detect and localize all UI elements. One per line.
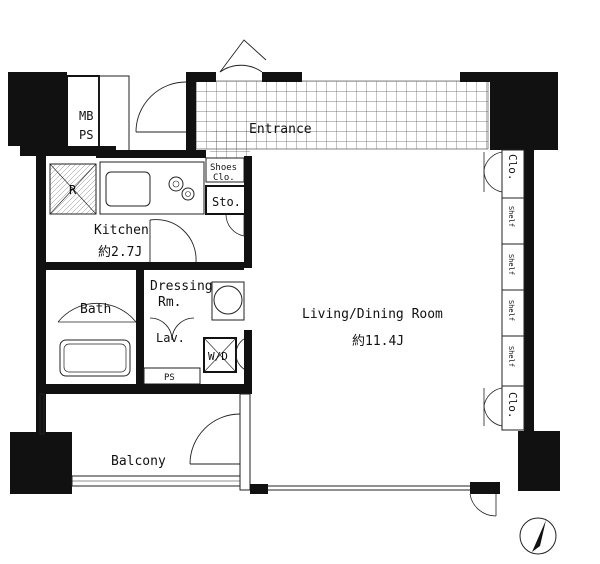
label-balcony: Balcony <box>111 454 166 469</box>
label-ps-bottom: PS <box>164 373 175 383</box>
label-closet-bottom: Clo. <box>506 392 519 419</box>
kitchen-counter <box>99 161 205 215</box>
label-kitchen-size: 約2.7J <box>98 245 142 260</box>
label-dressing-rm: Rm. <box>158 295 181 310</box>
column-top-left <box>8 72 67 146</box>
column-top-right <box>490 72 558 150</box>
kitchen-sink <box>105 171 151 207</box>
column-bottom-left <box>10 432 72 494</box>
bathtub <box>59 339 131 377</box>
label-shelf-3: Shelf <box>507 300 515 321</box>
label-living-size: 約11.4J <box>352 334 404 349</box>
column-bottom-right <box>518 431 560 491</box>
label-ps-top: PS <box>79 128 93 142</box>
label-entrance: Entrance <box>249 122 312 137</box>
label-shelf-2: Shelf <box>507 254 515 275</box>
label-living: Living/Dining Room <box>302 307 443 322</box>
label-bath: Bath <box>80 302 111 317</box>
label-mb: MB <box>79 109 93 123</box>
label-shelf-1: Shelf <box>507 206 515 227</box>
label-storage: Sto. <box>212 195 241 209</box>
label-shelf-4: Shelf <box>507 346 515 367</box>
label-dressing: Dressing <box>150 279 213 294</box>
entrance-door-swing <box>135 81 187 133</box>
label-closet-top: Clo. <box>506 154 519 181</box>
label-washer: W/D <box>208 350 228 363</box>
label-shoes-clo: Clo. <box>213 173 235 183</box>
label-lavatory: Lav. <box>156 331 185 345</box>
label-kitchen: Kitchen <box>94 223 149 238</box>
label-shoes: Shoes <box>210 163 237 173</box>
label-fridge: R <box>69 183 77 197</box>
compass-icon <box>519 517 557 555</box>
